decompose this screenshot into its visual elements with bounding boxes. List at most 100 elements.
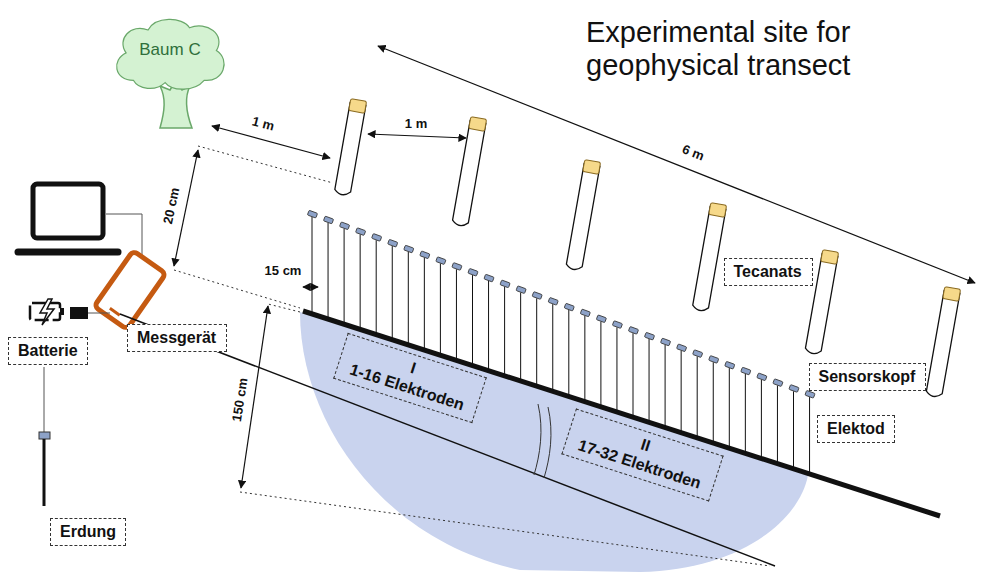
node-text: Baum C <box>139 40 201 60</box>
grounding-stake <box>43 439 46 506</box>
grounding-label-box: Erdung <box>50 518 126 546</box>
sensor-head <box>773 379 783 387</box>
electrode <box>307 210 317 314</box>
electrode-rod <box>665 345 666 428</box>
electrode-rod <box>552 304 553 392</box>
sensor-head <box>339 222 349 230</box>
dimension-label: 15 cm <box>263 263 304 279</box>
electrode <box>789 385 799 470</box>
sensor-head <box>612 321 622 329</box>
electrode <box>805 390 815 474</box>
tube-body <box>926 291 960 398</box>
tube-body <box>452 121 486 227</box>
sensor-head <box>789 385 799 393</box>
sensor-head <box>356 228 366 236</box>
electrode-rod <box>392 246 393 340</box>
electrode <box>339 222 349 325</box>
sensor-head <box>757 373 767 381</box>
electrode-rod <box>809 397 810 474</box>
electrode <box>372 234 382 335</box>
sensor-head <box>805 390 815 398</box>
electrode-cable <box>303 311 940 516</box>
electrode-rod <box>536 298 537 386</box>
device-label-box: Messgerät <box>127 324 227 352</box>
electrode-rod <box>649 339 650 423</box>
electrode <box>693 350 703 439</box>
electrode-rod <box>729 368 730 449</box>
sensor-head <box>709 356 719 364</box>
node-text: Elektod <box>827 419 885 439</box>
electrode-rod <box>713 362 714 443</box>
tube-cap <box>709 203 727 218</box>
sensor-head <box>564 303 574 311</box>
electrode-rod <box>616 327 617 412</box>
dimension-label: 1 m <box>248 113 278 135</box>
dimension-arrows <box>174 46 975 488</box>
tecanat <box>566 160 601 271</box>
tree-shape: Baum C <box>109 14 231 94</box>
sensor-head <box>677 344 687 352</box>
electrode <box>564 303 574 397</box>
node-text: Sensorskopf <box>819 367 916 387</box>
tube-body <box>692 207 726 312</box>
dimension-label: 6 m <box>678 141 708 165</box>
sensor-head <box>628 326 638 334</box>
title: Experimental site for geophysical transe… <box>586 16 966 83</box>
electrode <box>484 274 494 371</box>
electrode <box>709 356 719 444</box>
electrode-rod <box>456 269 457 360</box>
electrode-rod <box>344 229 345 325</box>
sensor-head <box>452 263 462 271</box>
tecanat <box>926 287 961 398</box>
sensor-head <box>436 257 446 265</box>
electrode <box>677 344 687 433</box>
electrode <box>644 332 654 422</box>
electrode-rod <box>793 391 794 469</box>
electrode <box>628 326 638 417</box>
electrode-rod <box>777 385 778 464</box>
tube-cap <box>469 117 487 132</box>
cable <box>88 313 110 314</box>
electrode-rod <box>504 287 505 377</box>
electrode <box>757 373 767 459</box>
tecanat-tubes <box>334 99 960 398</box>
electrode-rod <box>633 333 634 417</box>
sensor-head <box>580 309 590 317</box>
grounding-head <box>39 432 50 439</box>
electrode <box>356 228 366 330</box>
electrode <box>468 268 478 366</box>
guide-lines <box>174 146 770 566</box>
electrode-array <box>307 210 815 474</box>
sensor-head <box>741 367 751 375</box>
battery-symbol <box>30 299 88 325</box>
sensor-head <box>372 234 382 242</box>
sensor-head <box>323 216 333 224</box>
electrode-rod <box>312 217 313 314</box>
electrode-rod <box>600 322 601 408</box>
laptop-base <box>18 249 118 256</box>
sensor-label-box: Sensorskopf <box>809 363 926 391</box>
cable-line <box>120 314 775 566</box>
battery-label-box: Batterie <box>8 337 88 365</box>
electrode <box>773 379 783 464</box>
electrode-rod <box>745 374 746 454</box>
electrode-rod <box>424 258 425 351</box>
sensor-head <box>404 245 414 253</box>
electrode <box>596 315 606 407</box>
electrode <box>725 361 735 448</box>
electrode-rod <box>697 356 698 438</box>
sensor-head <box>548 297 558 305</box>
electrode-rod <box>761 380 762 459</box>
electrode <box>516 286 526 382</box>
electrode <box>741 367 751 454</box>
electrode <box>548 297 558 391</box>
electrode <box>612 321 622 413</box>
node-text: Batterie <box>18 341 78 361</box>
electrode-rod <box>584 316 585 402</box>
electrode <box>580 309 590 402</box>
sensor-head <box>500 280 510 288</box>
electrode-rod <box>568 310 569 397</box>
node-text: Messgerät <box>137 328 217 348</box>
tecanat <box>692 203 727 312</box>
section-divider <box>534 404 551 478</box>
